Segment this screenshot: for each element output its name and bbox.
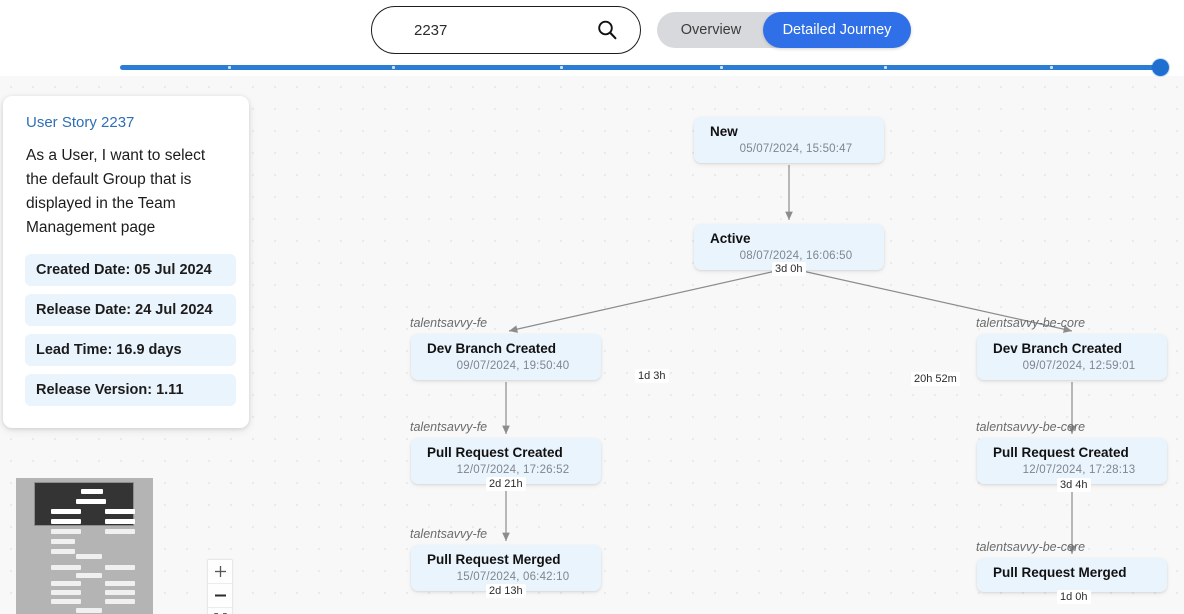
zoom-controls[interactable] — [207, 559, 233, 614]
tab-overview[interactable]: Overview — [680, 22, 742, 38]
release-version-pill: Release Version: 1.11 — [25, 374, 236, 406]
slider-tick — [884, 66, 887, 69]
graph-node-timestamp: 05/07/2024, 15:50:47 — [739, 143, 853, 155]
zoom-in-icon[interactable] — [208, 560, 232, 584]
minimap-node — [105, 509, 135, 514]
minimap-node — [51, 549, 75, 554]
edge-duration-label: 2d 13h — [486, 584, 526, 598]
graph-node-timestamp: 09/07/2024, 19:50:40 — [456, 360, 570, 372]
slider-tick — [560, 66, 563, 69]
user-story-card: User Story 2237 As a User, I want to sel… — [3, 96, 249, 428]
graph-node-timestamp: 15/07/2024, 06:42:10 — [456, 571, 570, 583]
edge-duration-label: 3d 4h — [1057, 478, 1091, 492]
edge-duration-label: 1d 3h — [635, 369, 669, 383]
timeline-slider[interactable] — [120, 59, 1169, 76]
slider-track[interactable] — [120, 65, 1160, 70]
minimap-node — [76, 499, 106, 504]
graph-node-timestamp: 12/07/2024, 17:26:52 — [456, 464, 570, 476]
graph-node-title: Active — [710, 231, 751, 246]
repo-label: talentsavvy-be-core — [976, 540, 1086, 554]
top-bar: Overview Detailed Journey — [0, 0, 1184, 60]
slider-thumb[interactable] — [1152, 59, 1169, 76]
repo-label: talentsavvy-fe — [410, 527, 488, 541]
minimap-node — [105, 581, 135, 586]
view-toggle-group[interactable]: Overview Detailed Journey — [657, 12, 911, 48]
minimap-node — [105, 590, 135, 595]
minimap-node — [51, 590, 81, 595]
minimap-node — [105, 565, 135, 570]
search-icon[interactable] — [596, 19, 618, 41]
page-title: User Story 2237 — [26, 114, 135, 131]
repo-label: talentsavvy-fe — [410, 316, 488, 330]
zoom-out-icon[interactable] — [208, 584, 232, 608]
graph-node-title: Pull Request Created — [993, 445, 1129, 460]
repo-label: talentsavvy-be-core — [976, 420, 1086, 434]
minimap-node — [51, 539, 75, 544]
release-date-pill: Release Date: 24 Jul 2024 — [25, 294, 236, 326]
edge-duration-label: 2d 21h — [486, 477, 526, 491]
slider-tick — [228, 66, 231, 69]
graph-edges — [502, 165, 1076, 554]
slider-tick — [1050, 66, 1053, 69]
search-box[interactable] — [371, 6, 641, 54]
graph-node[interactable]: Dev Branch Created 09/07/2024, 19:50:40 — [411, 334, 601, 380]
minimap-node — [76, 554, 102, 559]
fit-view-icon[interactable] — [208, 608, 232, 614]
minimap-node — [51, 581, 81, 586]
minimap-node — [51, 565, 81, 570]
created-date-pill: Created Date: 05 Jul 2024 — [25, 254, 236, 286]
repo-label: talentsavvy-be-core — [976, 316, 1086, 330]
minimap-node — [51, 599, 81, 604]
lead-time-pill: Lead Time: 16.9 days — [25, 334, 236, 366]
minimap-node — [105, 519, 135, 524]
tab-detailed-journey[interactable]: Detailed Journey — [763, 12, 911, 48]
edge-duration-label: 20h 52m — [911, 372, 960, 386]
slider-tick — [392, 66, 395, 69]
graph-node-title: Pull Request Created — [427, 445, 563, 460]
minimap-node — [76, 573, 102, 578]
repo-label: talentsavvy-fe — [410, 420, 488, 434]
graph-node-timestamp: 12/07/2024, 17:28:13 — [1022, 464, 1136, 476]
graph-node-title: Pull Request Merged — [427, 552, 561, 567]
minimap-node — [51, 519, 81, 524]
graph-node-timestamp: 08/07/2024, 16:06:50 — [739, 250, 853, 262]
minimap-node — [105, 529, 135, 534]
minimap-node — [51, 509, 81, 514]
slider-tick — [720, 66, 723, 69]
graph-node-timestamp: 09/07/2024, 12:59:01 — [1022, 360, 1136, 372]
graph-node-title: Pull Request Merged — [993, 565, 1127, 580]
edge-duration-label: 1d 0h — [1057, 590, 1091, 604]
minimap-node — [105, 599, 135, 604]
user-story-description: As a User, I want to select the default … — [26, 147, 206, 236]
minimap-node — [81, 489, 103, 494]
minimap-node — [76, 608, 102, 613]
graph-node-title: Dev Branch Created — [993, 341, 1123, 356]
graph-node[interactable]: Pull Request Created 12/07/2024, 17:26:52 — [411, 438, 601, 484]
edge-duration-label: 3d 0h — [772, 262, 806, 276]
minimap[interactable] — [16, 478, 153, 614]
search-input[interactable] — [414, 21, 604, 39]
minimap-node — [51, 529, 81, 534]
graph-node-title: New — [710, 124, 738, 139]
graph-node[interactable]: Pull Request Created 12/07/2024, 17:28:13 — [977, 438, 1167, 484]
graph-node-title: Dev Branch Created — [427, 341, 557, 356]
graph-node[interactable]: Pull Request Merged — [977, 558, 1167, 592]
graph-node[interactable]: Pull Request Merged 15/07/2024, 06:42:10 — [411, 545, 601, 591]
graph-node[interactable]: Dev Branch Created 09/07/2024, 12:59:01 — [977, 334, 1167, 380]
